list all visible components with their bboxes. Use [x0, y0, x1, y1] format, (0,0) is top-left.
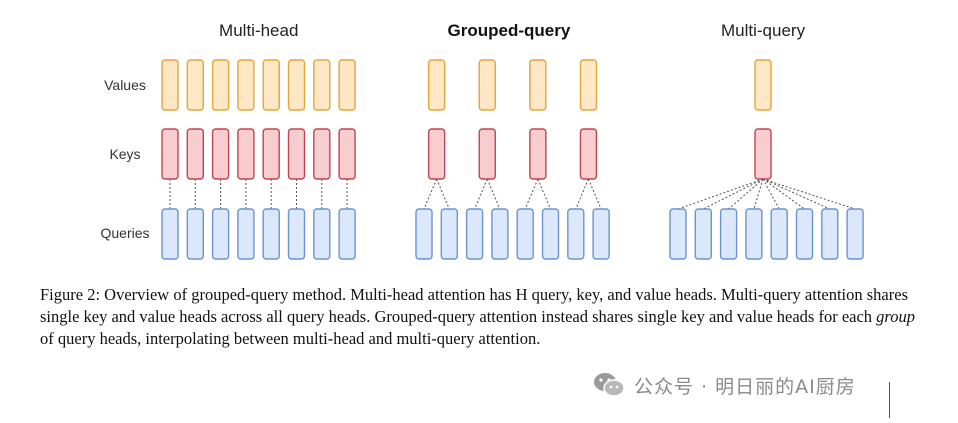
row-label-queries: Queries [100, 225, 150, 241]
connector-line [537, 178, 551, 210]
query-head [313, 208, 331, 260]
query-head [186, 208, 205, 260]
key-head [427, 128, 446, 180]
caption-italic-group: group [876, 307, 915, 326]
value-head [478, 59, 496, 111]
key-head [161, 128, 179, 180]
attention-diagram [161, 59, 864, 260]
figure-caption: Figure 2: Overview of grouped-query meth… [40, 284, 920, 350]
query-head [237, 208, 255, 260]
key-head [186, 128, 205, 180]
query-head [669, 208, 687, 260]
value-head [427, 59, 446, 111]
query-head [592, 208, 610, 260]
key-head [754, 128, 772, 180]
query-head [795, 208, 814, 260]
key-head [262, 128, 280, 180]
connector-line [762, 178, 856, 210]
text-cursor [889, 382, 890, 418]
query-head [161, 208, 179, 260]
query-head [415, 208, 433, 260]
panel-title-multi-head: Multi-head [219, 21, 299, 40]
connector-line [524, 178, 539, 210]
value-head [529, 59, 547, 111]
key-head [478, 128, 496, 180]
key-head [579, 128, 598, 180]
query-head [821, 208, 839, 260]
row-label-keys: Keys [109, 146, 141, 162]
caption-text-1: Figure 2: Overview of grouped-query meth… [40, 285, 908, 326]
connector-line [474, 178, 488, 210]
value-head [287, 59, 306, 111]
value-head [161, 59, 179, 111]
value-head [211, 59, 230, 111]
connector-line [677, 178, 764, 210]
panel-title-multi-query: Multi-query [721, 21, 806, 40]
connector-line [575, 178, 589, 210]
query-head [262, 208, 280, 260]
query-head [567, 208, 585, 260]
connector-line [753, 178, 764, 210]
wechat-icon [594, 373, 625, 397]
query-head [465, 208, 484, 260]
query-head [516, 208, 534, 260]
key-head [211, 128, 230, 180]
query-head [541, 208, 560, 260]
connector-line [587, 178, 602, 210]
panel-title-grouped-query: Grouped-query [447, 21, 571, 40]
query-head [694, 208, 712, 260]
connector-line [762, 178, 780, 210]
value-head [262, 59, 280, 111]
query-head [338, 208, 356, 260]
value-head [237, 59, 255, 111]
query-head [719, 208, 738, 260]
value-head [754, 59, 772, 111]
value-head [313, 59, 331, 111]
query-head [770, 208, 788, 260]
value-head [338, 59, 356, 111]
query-head [846, 208, 864, 260]
caption-text-2: of query heads, interpolating between mu… [40, 329, 541, 348]
query-head [491, 208, 509, 260]
key-head [313, 128, 331, 180]
connector-line [762, 178, 831, 210]
query-head [287, 208, 306, 260]
query-head [211, 208, 230, 260]
connector-line [762, 178, 805, 210]
row-label-values: Values [104, 77, 146, 93]
connector-line [436, 178, 450, 210]
watermark-text: 公众号 · 明日丽的AI厨房 [634, 375, 856, 398]
key-head [529, 128, 547, 180]
connector-line [423, 178, 438, 210]
value-head [579, 59, 598, 111]
watermark: 公众号 · 明日丽的AI厨房 [592, 370, 856, 400]
key-head [338, 128, 356, 180]
connector-line [486, 178, 501, 210]
key-head [237, 128, 255, 180]
query-head [440, 208, 458, 260]
key-head [287, 128, 306, 180]
connector-line [703, 178, 764, 210]
value-head [186, 59, 205, 111]
query-head [745, 208, 763, 260]
